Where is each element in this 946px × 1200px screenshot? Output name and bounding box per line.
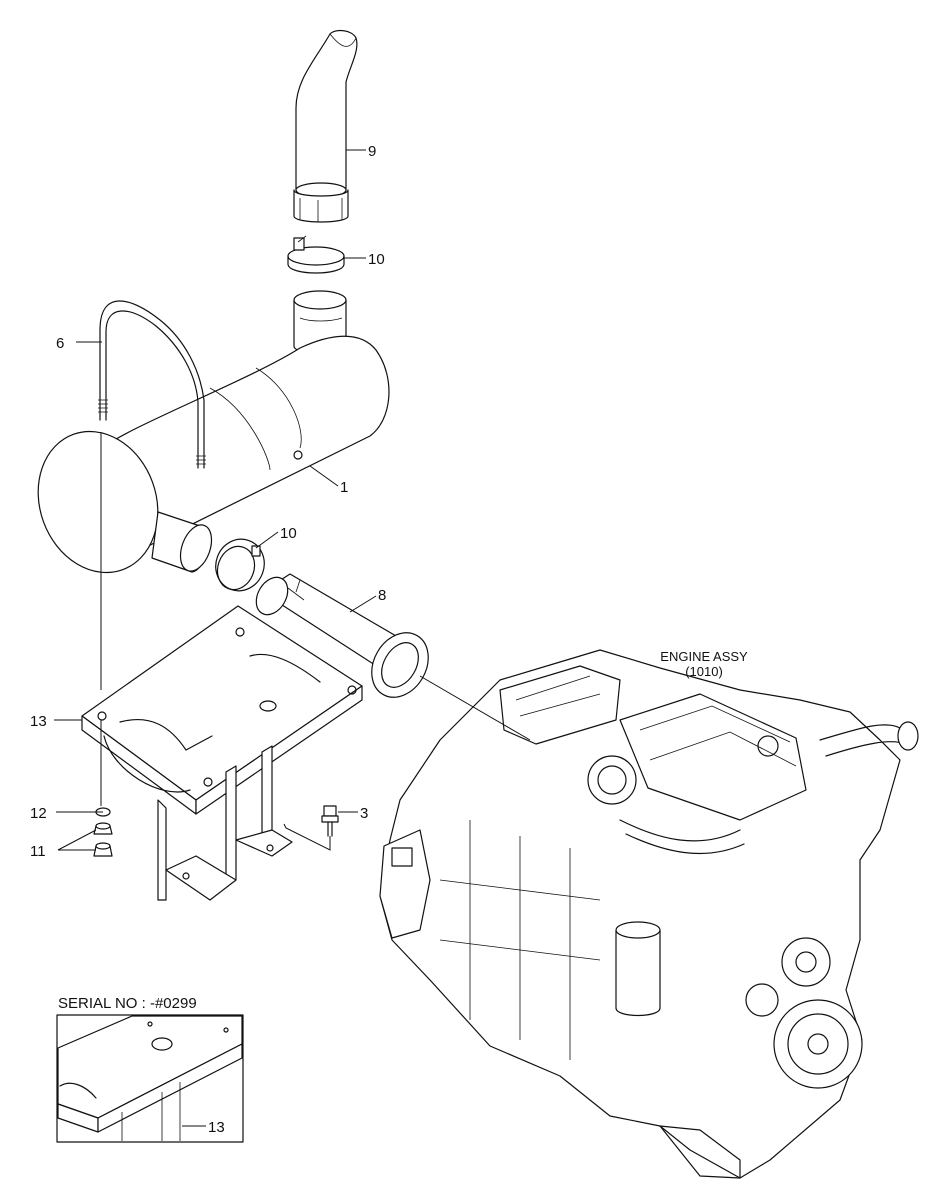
inset-serial-title: SERIAL NO : -#0299 <box>58 995 197 1012</box>
engine-assy-ref: (1010) <box>685 664 723 679</box>
u-bolt-part-6 <box>98 300 206 469</box>
callout-13: 13 <box>30 713 47 730</box>
callout-6: 6 <box>56 335 64 352</box>
nut-part-11-upper <box>93 822 113 835</box>
callout-9: 9 <box>368 143 376 160</box>
bolt-part-3 <box>321 805 339 837</box>
callout-3: 3 <box>360 805 368 822</box>
tail-pipe-part-9 <box>293 29 358 223</box>
callout-13-inset: 13 <box>208 1119 225 1136</box>
callout-1: 1 <box>340 479 348 496</box>
serial-inset-box <box>56 1014 244 1143</box>
bracket-part-13 <box>81 605 363 901</box>
muffler-part-1 <box>37 290 390 574</box>
nut-part-11-lower <box>93 842 113 857</box>
engine-assy-title: ENGINE ASSY <box>660 649 748 664</box>
callout-labels: 9 10 6 1 10 8 13 12 11 3 13 ENGINE ASSY … <box>30 143 748 1136</box>
clamp-part-10-upper <box>287 235 345 274</box>
callout-10-upper: 10 <box>368 251 385 268</box>
callout-12: 12 <box>30 805 47 822</box>
clamp-part-10-lower <box>215 538 265 592</box>
callout-11: 11 <box>30 843 46 860</box>
callout-8: 8 <box>378 587 386 604</box>
flex-pipe-part-8 <box>255 573 429 698</box>
callout-10-lower: 10 <box>280 525 297 542</box>
engine-assembly-illustration <box>379 649 919 1179</box>
leader-lines <box>54 149 531 1127</box>
